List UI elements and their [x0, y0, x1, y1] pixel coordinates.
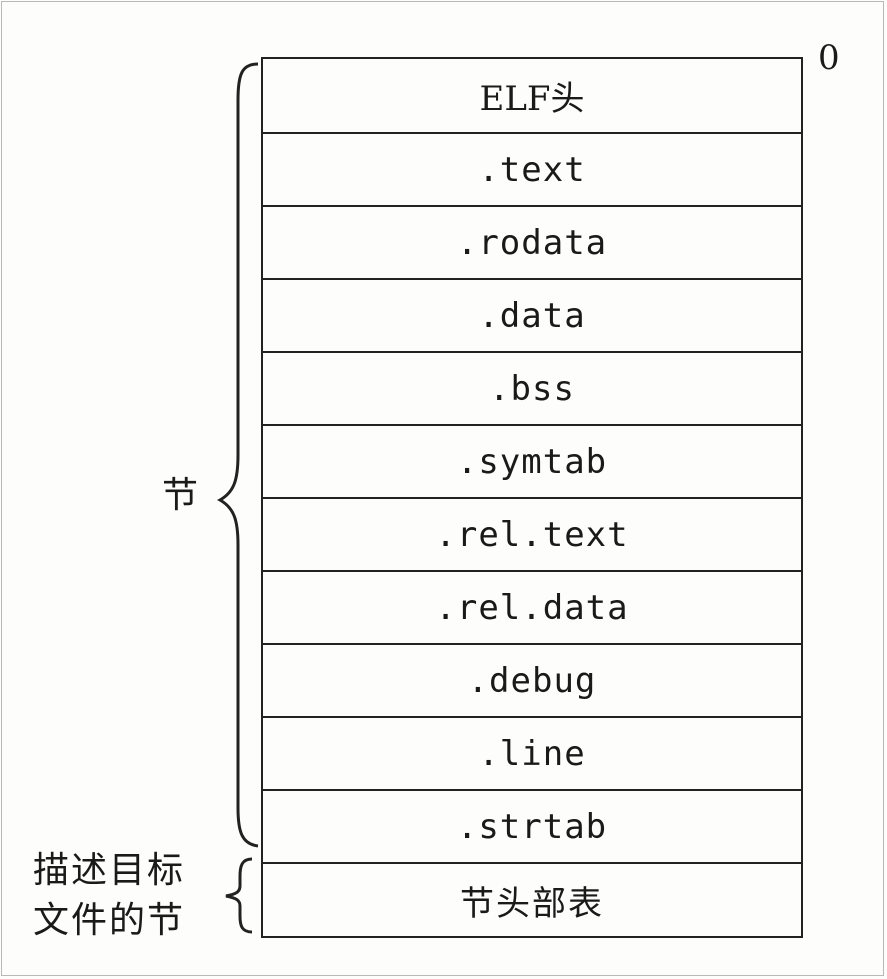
- row-elf-header: ELF头: [263, 59, 801, 134]
- row-line: .line: [263, 718, 801, 791]
- row-rel-text: .rel.text: [263, 499, 801, 572]
- row-section-header-table: 节头部表: [460, 883, 604, 924]
- row-rel-data: .rel.data: [263, 572, 801, 645]
- header-table-description: 描述目标 文件的节: [33, 846, 185, 946]
- row-bss: .bss: [263, 353, 801, 426]
- sections-label: 节: [162, 475, 199, 516]
- row-text: .text: [263, 134, 801, 207]
- row-debug: .debug: [263, 645, 801, 718]
- header-table-description-line2: 文件的节: [33, 900, 186, 941]
- elf-layout-table: ELF头 .text .rodata .data .bss .symtab .r…: [261, 57, 803, 938]
- row-strtab: .strtab: [263, 791, 801, 864]
- row-data: .data: [263, 280, 801, 353]
- offset-zero-label: 0: [818, 38, 840, 78]
- row-symtab: .symtab: [263, 426, 801, 499]
- sections-brace: [216, 62, 259, 848]
- header-table-brace: [225, 857, 253, 934]
- row-rodata: .rodata: [263, 207, 801, 280]
- header-table-description-line1: 描述目标: [33, 850, 186, 891]
